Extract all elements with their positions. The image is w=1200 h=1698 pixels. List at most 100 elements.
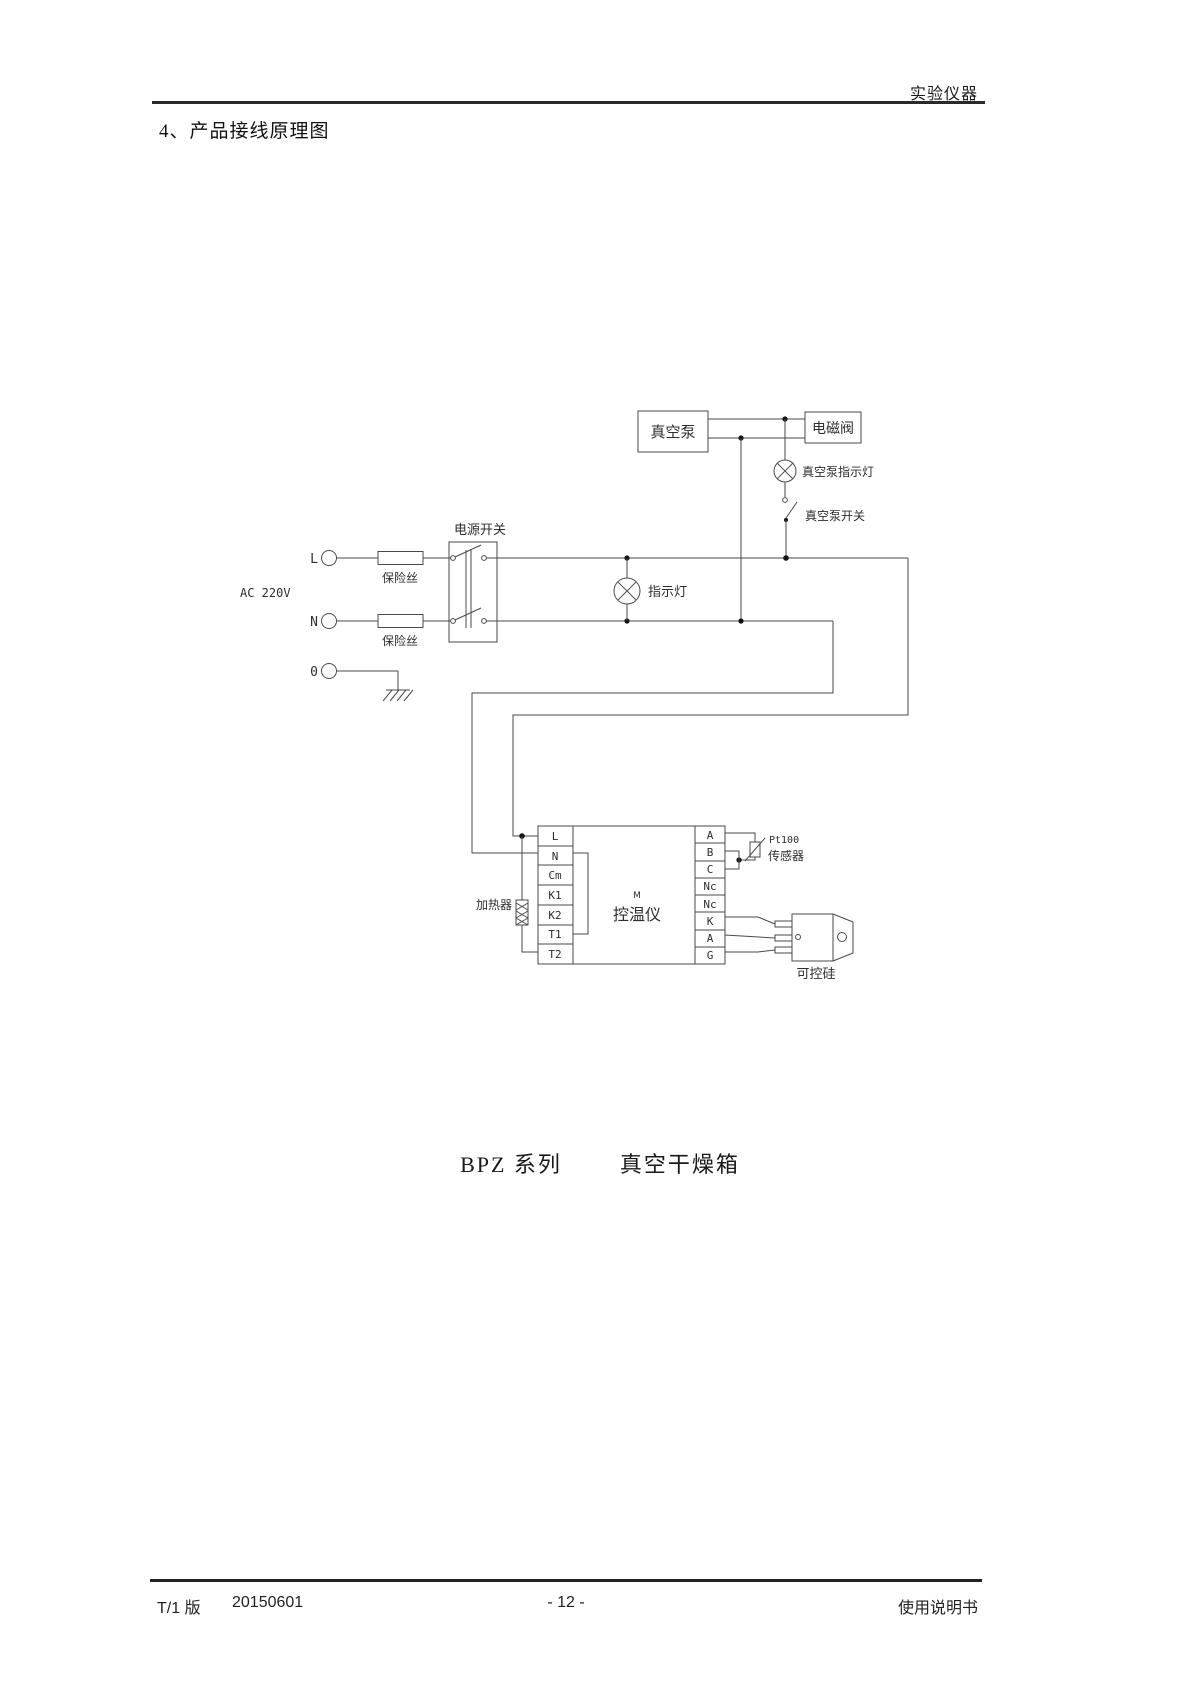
ctrl-term-right: K — [707, 915, 714, 928]
temperature-controller: L N Cm K1 K2 T1 T2 A B C Nc Nc K A G M 控… — [537, 825, 726, 965]
solenoid-valve-box: 电磁阀 — [804, 411, 862, 444]
heater-hatch — [515, 910, 529, 919]
ctrl-term-left: N — [552, 850, 559, 863]
scr-pin — [774, 920, 793, 928]
fuse-n: 保险丝 — [377, 614, 424, 648]
lamp-cross — [617, 581, 637, 601]
scr-module: 可控硅 — [724, 913, 854, 982]
header-rule — [152, 101, 985, 104]
terminal-l-circle — [321, 550, 337, 566]
vacuum-pump-switch-icon: 真空泵开关 — [782, 482, 865, 558]
wire-bc-jumper — [725, 850, 740, 870]
controller-label: 控温仪 — [613, 905, 661, 924]
power-switch: 电源开关 — [448, 523, 506, 643]
switch-contact — [481, 555, 487, 561]
header-label: 实验仪器 — [909, 86, 978, 103]
footer-manual-label: 使用说明书 — [897, 1600, 978, 1617]
ctrl-term-right: A — [707, 932, 714, 945]
ctrl-term-right: Nc — [703, 898, 716, 911]
wire — [739, 857, 756, 861]
scr-tab — [832, 913, 854, 962]
terminal-n: N — [310, 613, 337, 630]
junction-dot — [738, 618, 744, 624]
switch-contact — [782, 497, 788, 503]
pt100-sensor: Pt100 传感器 — [725, 832, 804, 870]
switch-contact — [481, 618, 487, 624]
ctrl-term-left: K2 — [548, 909, 561, 922]
fuse-l-label: 保险丝 — [382, 570, 418, 585]
sensor-label: 传感器 — [768, 848, 804, 863]
indicator-label: 指示灯 — [648, 585, 687, 600]
ctrl-term-left: L — [552, 830, 559, 843]
ctrl-term-left: K1 — [548, 889, 561, 902]
earth-hatch — [396, 689, 407, 702]
footer-date: 20150601 — [232, 1594, 304, 1611]
junction-dot — [783, 555, 789, 561]
heater-hatch — [515, 902, 529, 911]
scr-pin — [774, 934, 793, 942]
wire — [725, 832, 756, 842]
ac-supply-label: AC 220V — [240, 586, 291, 600]
footer: T/1 版 20150601 - 12 - 使用说明书 — [150, 1594, 982, 1620]
terminal-ground-label: 0 — [310, 665, 318, 680]
fuse-n-label: 保险丝 — [382, 633, 418, 648]
vacuum-pump-outline — [637, 410, 709, 453]
vacuum-pump-label: 真空泵 — [650, 423, 695, 441]
power-switch-label: 电源开关 — [454, 523, 506, 538]
vacuum-pump-switch-label: 真空泵开关 — [805, 509, 865, 523]
wire — [725, 916, 776, 925]
fuse-l: 保险丝 — [377, 551, 424, 585]
switch-blade — [785, 501, 798, 519]
wire-l-feed — [512, 558, 909, 837]
indicator-lamp-icon: 指示灯 — [613, 558, 687, 621]
ctrl-term-right: A — [707, 829, 714, 842]
vacuum-pump-box: 真空泵 — [637, 410, 709, 453]
ctrl-term-left: T2 — [548, 948, 561, 961]
terminal-ground-circle — [321, 663, 337, 679]
scr-mounting-hole — [837, 932, 847, 942]
caption-product: 真空干燥箱 — [619, 1152, 740, 1177]
solenoid-valve-outline — [804, 411, 862, 444]
earth-hatch — [403, 689, 414, 702]
heater-label: 加热器 — [476, 898, 512, 912]
terminal-n-circle — [321, 613, 337, 629]
vacuum-pump-indicator-lamp-icon: 真空泵指示灯 — [773, 419, 874, 483]
controller-model-label: M — [633, 891, 641, 901]
switch-contact — [450, 555, 456, 561]
wire — [724, 934, 776, 939]
ctrl-term-right: B — [707, 846, 714, 859]
switch-blade — [454, 607, 482, 621]
switch-blade — [454, 544, 482, 558]
scr-body — [791, 913, 834, 962]
controller-internal-link — [573, 852, 589, 935]
heater-hatch — [515, 917, 529, 926]
ctrl-term-left: T1 — [548, 928, 561, 941]
terminal-ground: 0 — [310, 663, 414, 702]
heater: 加热器 — [476, 833, 538, 953]
earth-hatch — [382, 689, 393, 702]
footer-version: T/1 版 — [157, 1600, 201, 1617]
caption-series: BPZ 系列 — [460, 1152, 562, 1177]
earth-icon — [382, 689, 414, 702]
pt100-label: Pt100 — [769, 835, 799, 846]
earth-hatch — [389, 689, 400, 702]
ctrl-term-right: G — [707, 949, 714, 962]
wire — [725, 949, 776, 953]
terminal-l-label: L — [310, 552, 318, 567]
page-title: 4、产品接线原理图 — [159, 121, 330, 142]
wire-n-feed — [471, 621, 834, 854]
lamp-cross — [776, 462, 794, 480]
scr-label: 可控硅 — [796, 967, 835, 982]
footer-page-number: - 12 - — [547, 1594, 585, 1611]
ctrl-term-right: C — [707, 863, 714, 876]
fuse-body — [377, 551, 424, 565]
wire — [521, 925, 538, 953]
solenoid-valve-label: 电磁阀 — [812, 421, 854, 437]
terminal-l: L — [310, 550, 337, 567]
terminal-n-label: N — [310, 615, 318, 630]
power-switch-outline — [448, 541, 498, 643]
ctrl-term-left: Cm — [548, 869, 562, 882]
footer-rule — [150, 1579, 982, 1582]
